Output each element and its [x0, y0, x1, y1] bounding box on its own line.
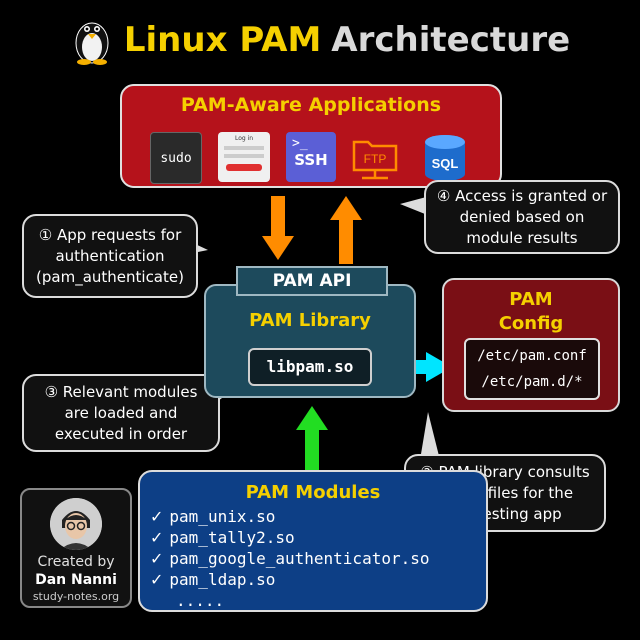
author-card: Created by Dan Nanni study-notes.org [20, 488, 132, 608]
author-name: Dan Nanni [35, 572, 117, 588]
modules-list: ✓ pam_unix.so ✓ pam_tally2.so ✓ pam_google_… [150, 506, 480, 611]
config-file-pam-d: /etc/pam.d/* [481, 374, 583, 390]
login-form-label: Log in [234, 135, 254, 142]
pam-library-title: PAM Library [249, 310, 371, 331]
module-item: ✓ pam_google_authenticator.so [150, 548, 480, 569]
ssh-icon: >_ SSH [286, 132, 336, 182]
module-name: pam_tally2.so [169, 528, 295, 547]
pam-modules-title: PAM Modules [245, 482, 381, 503]
arrow-up-response [330, 196, 362, 264]
step-3-callout: ③ Relevant modules are loaded and execut… [22, 374, 220, 452]
title-linux-pam: Linux PAM [123, 20, 322, 60]
libpam-so: libpam.so [248, 348, 372, 386]
ssh-label: SSH [294, 151, 328, 169]
bubble-2-tail [420, 412, 440, 460]
sql-label: SQL [432, 156, 459, 171]
author-avatar [50, 498, 102, 550]
step-4-callout: ④ Access is granted or denied based on m… [424, 180, 620, 254]
arrow-down-request [262, 196, 294, 260]
modules-more: ..... [176, 591, 225, 610]
ftp-label: FTP [364, 152, 387, 166]
check-icon: ✓ [150, 570, 164, 589]
arrow-up-modules [296, 406, 328, 470]
ftp-icon: FTP [350, 132, 400, 182]
module-name: pam_unix.so [169, 507, 276, 526]
check-icon: ✓ [150, 507, 164, 526]
pam-aware-applications-box: PAM-Aware Applications sudo Log in >_ SS… [120, 84, 502, 188]
apps-title: PAM-Aware Applications [180, 94, 442, 116]
pam-library-box: PAM Library libpam.so [204, 284, 416, 398]
login-form-icon: Log in [218, 132, 270, 182]
sql-database-icon: SQL [420, 132, 470, 182]
created-by-label: Created by [37, 554, 115, 570]
module-item: ✓ pam_tally2.so [150, 527, 480, 548]
module-name: pam_google_authenticator.so [169, 549, 430, 568]
check-icon: ✓ [150, 549, 164, 568]
check-icon: ✓ [150, 528, 164, 547]
page-title: Linux PAM Architecture [0, 14, 640, 66]
pam-config-files-box: PAM Config Files /etc/pam.conf /etc/pam.… [442, 278, 620, 412]
pam-api-label: PAM API [236, 266, 388, 296]
penguin-icon [75, 22, 109, 65]
module-item: ✓ pam_unix.so [150, 506, 480, 527]
bubble-4-tail [400, 196, 430, 216]
step-1-callout: ① App requests for authentication (pam_a… [22, 214, 198, 298]
config-files-list: /etc/pam.conf /etc/pam.d/* [464, 338, 600, 400]
pam-modules-box: PAM Modules ✓ pam_unix.so ✓ pam_tally2.so … [138, 470, 488, 612]
author-site: study-notes.org [32, 590, 120, 603]
module-name: pam_ldap.so [169, 570, 276, 589]
config-file-pam-conf: /etc/pam.conf [477, 348, 587, 364]
sudo-terminal-icon: sudo [150, 132, 202, 184]
title-architecture: Architecture [331, 20, 571, 60]
module-item: ✓ pam_ldap.so [150, 569, 480, 590]
